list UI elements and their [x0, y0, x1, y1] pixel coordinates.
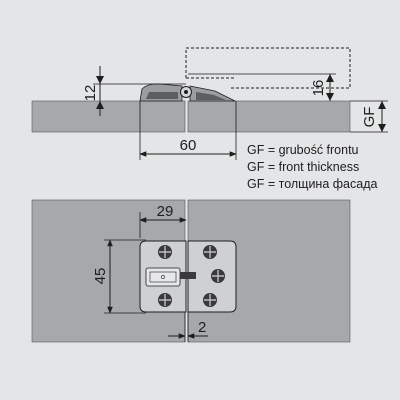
legend-line-en: GF = front thickness — [247, 160, 359, 174]
screw-icon — [158, 293, 172, 307]
panel-left-side — [31, 100, 186, 133]
side-view: 12 16 GF 60 GF = grubość frontu GF = fro… — [31, 47, 388, 191]
front-view: 29 45 — [31, 199, 351, 343]
open-front-outline — [185, 47, 351, 89]
hinge-side-view — [139, 83, 236, 102]
legend-line-ru: GF = толщина фасада — [247, 177, 377, 191]
dim-2-label: 2 — [198, 319, 206, 336]
screw-icon — [203, 245, 217, 259]
screw-icon — [211, 269, 225, 283]
dim-16-label: 16 — [310, 80, 327, 97]
dim-12-label: 12 — [82, 85, 99, 102]
hinge-plate-left — [139, 240, 187, 313]
panel-right-side — [187, 100, 351, 133]
dim-gf-label: GF — [361, 107, 378, 128]
screw-icon — [158, 245, 172, 259]
legend-line-pl: GF = grubość frontu — [247, 143, 359, 157]
dim-60-label: 60 — [180, 137, 197, 154]
hinge-plate-right — [180, 240, 237, 313]
dim-29-label: 29 — [157, 203, 174, 220]
screw-icon — [203, 293, 217, 307]
dim-45-label: 45 — [92, 268, 109, 285]
